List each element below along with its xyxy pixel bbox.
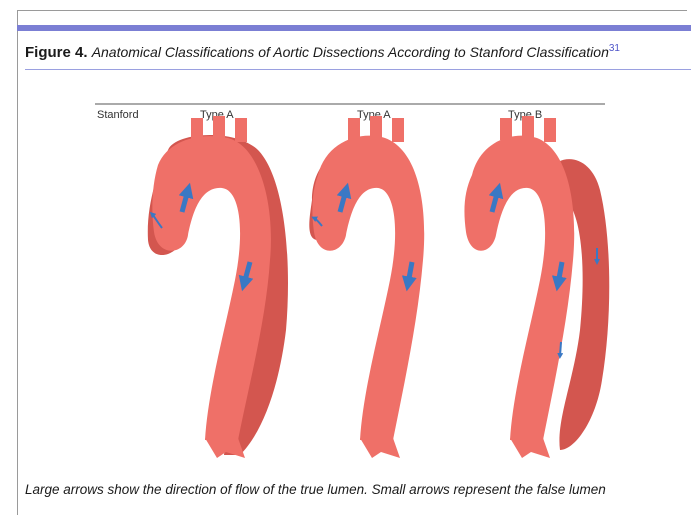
branch-vessel	[544, 118, 556, 142]
branch-vessel	[522, 116, 534, 138]
branch-vessel	[500, 118, 512, 140]
branch-vessel	[213, 116, 225, 138]
true-lumen-2	[312, 136, 424, 440]
iliac-bifurcation	[510, 438, 550, 458]
aorta-3	[464, 116, 609, 458]
stanford-row-header: Stanford	[97, 109, 139, 121]
branch-vessel	[348, 118, 360, 140]
aorta-1	[148, 116, 288, 458]
aorta-2	[309, 116, 424, 458]
iliac-bifurcation	[360, 438, 400, 458]
figure-caption: Large arrows show the direction of flow …	[25, 482, 606, 497]
false-lumen-arrow	[560, 342, 561, 356]
branch-vessel	[370, 116, 382, 138]
branch-vessel	[235, 118, 247, 142]
branch-vessel	[392, 118, 404, 142]
branch-vessel	[191, 118, 203, 140]
true-lumen-3	[464, 136, 574, 440]
